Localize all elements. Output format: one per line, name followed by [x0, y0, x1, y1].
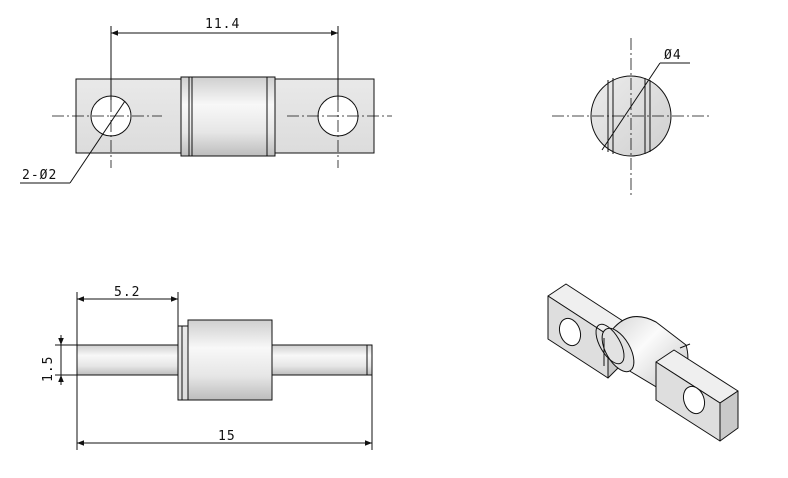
front-view	[55, 319, 373, 401]
isometric-view	[547, 283, 739, 442]
iso-right-hole	[682, 385, 706, 415]
top-width-label: 11.4	[205, 17, 240, 32]
end-view	[552, 38, 712, 196]
front-left-flange	[177, 325, 189, 401]
iso-left-hole	[558, 317, 582, 347]
thickness-label: 1.5	[41, 356, 56, 382]
diameter-label: Ø4	[664, 48, 682, 63]
front-dimensions	[58, 292, 373, 450]
top-width-dimension	[110, 26, 339, 100]
front-center-body	[187, 319, 273, 401]
front-left-pin	[76, 344, 179, 376]
offset-label: 5.2	[114, 285, 140, 300]
top-cylinder	[180, 76, 276, 157]
overall-length-label: 15	[218, 429, 236, 444]
holes-label: 2-Ø2	[22, 168, 57, 183]
top-view	[20, 60, 392, 184]
front-right-pin	[271, 344, 373, 376]
